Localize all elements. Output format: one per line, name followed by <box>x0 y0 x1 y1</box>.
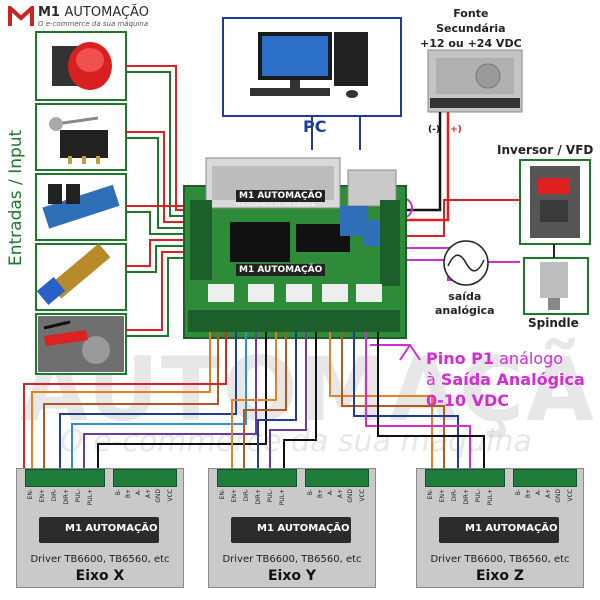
pin-p1-note: Pino P1 análogo à Saída Analógica 0-10 V… <box>426 349 585 410</box>
driver-power-terminal <box>113 469 177 487</box>
pin-label: EN+ <box>39 489 46 503</box>
pin-label: A+ <box>145 489 152 499</box>
board-logo: M1 AUTOMAÇÃO <box>236 190 326 202</box>
driver-logo: M1 AUTOMAÇÃO <box>439 517 559 543</box>
pin-label: PUL- <box>75 489 82 503</box>
micro-switch <box>49 116 108 164</box>
driver-logo: M1 AUTOMAÇÃO <box>39 517 159 543</box>
pin-label: DIR- <box>243 489 250 502</box>
driver-power-terminal <box>305 469 369 487</box>
driver-x: EN- EN+ DIR- DIR+ PUL- PUL+ B- B+ A- A+ … <box>16 468 184 588</box>
pin-label: PUL+ <box>279 489 286 506</box>
vfd-inverter <box>519 159 591 245</box>
pin-label: A+ <box>545 489 552 499</box>
driver-wires <box>23 332 485 470</box>
driver-signal-terminal <box>25 469 105 487</box>
pin-label: DIR+ <box>463 489 470 505</box>
brand-tagline: O e-commerce da sua máquina <box>38 20 149 28</box>
pin-label: DIR- <box>451 489 458 502</box>
brand-name: M1 AUTOMAÇÃO <box>38 5 149 20</box>
pin-label: GND <box>155 489 162 503</box>
pin-label: EN+ <box>439 489 446 503</box>
emergency-stop-button <box>52 42 112 90</box>
power-supply-label: Fonte Secundária +12 ou +24 VDC <box>420 7 522 50</box>
pin-label: B+ <box>125 489 132 499</box>
pc-label: PC <box>303 117 327 136</box>
driver-z: EN- EN+ DIR- DIR+ PUL- PUL+ B- B+ A- A+ … <box>416 468 584 588</box>
pin-label: B- <box>115 489 122 496</box>
pin-label: A- <box>135 489 142 496</box>
driver-logo: M1 AUTOMAÇÃO <box>231 517 351 543</box>
pin-label: VCC <box>167 489 174 502</box>
driver-model: Driver TB6600, TB6560, etc <box>430 554 570 565</box>
inputs-label: Entradas / Input <box>6 129 26 266</box>
tool-probe <box>38 316 124 372</box>
spindle-motor <box>523 257 589 315</box>
m1-logo-icon <box>8 6 34 26</box>
pin-label: PUL+ <box>87 489 94 506</box>
breakout-board <box>183 157 407 339</box>
pin-label: PUL- <box>267 489 274 503</box>
pin-label: GND <box>555 489 562 503</box>
driver-power-terminal <box>513 469 577 487</box>
pin-label: EN- <box>427 489 434 500</box>
pin-label: EN- <box>219 489 226 500</box>
pin-label: VCC <box>359 489 366 502</box>
inverter-label: Inversor / VFD <box>497 143 594 157</box>
spindle-label: Spindle <box>528 316 579 330</box>
pin-label: A+ <box>337 489 344 499</box>
pin-label: DIR+ <box>63 489 70 505</box>
optical-endstop <box>42 184 120 229</box>
pin-label: B- <box>307 489 314 496</box>
driver-model: Driver TB6600, TB6560, etc <box>222 554 362 565</box>
positive-terminal-label: (+) <box>446 125 462 135</box>
pin-label: A- <box>535 489 542 496</box>
pin-label: EN- <box>27 489 34 500</box>
driver-signal-terminal <box>217 469 297 487</box>
pin-label: B+ <box>525 489 532 499</box>
pin-label: EN+ <box>231 489 238 503</box>
pc-computer <box>222 17 402 117</box>
inductive-sensor <box>36 243 111 305</box>
driver-axis-label: Eixo Z <box>475 568 525 584</box>
driver-axis-label: Eixo Y <box>267 568 317 584</box>
negative-terminal-label: (-) <box>428 125 440 135</box>
brand-logo: M1 AUTOMAÇÃO O e-commerce da sua máquina <box>8 6 149 29</box>
driver-model: Driver TB6600, TB6560, etc <box>30 554 170 565</box>
board-logo-secondary: M1 AUTOMAÇÃO <box>236 264 326 276</box>
power-supply <box>427 49 523 113</box>
board-logo-tagline: O e-commerce da sua máquina <box>236 202 315 208</box>
driver-axis-label: Eixo X <box>75 568 125 584</box>
pin-label: PUL- <box>475 489 482 503</box>
driver-signal-terminal <box>425 469 505 487</box>
analog-output-label: saída analógica <box>435 290 495 317</box>
pin-label: DIR- <box>51 489 58 502</box>
pin-label: GND <box>347 489 354 503</box>
pin-label: B- <box>515 489 522 496</box>
pin-label: VCC <box>567 489 574 502</box>
driver-y: EN- EN+ DIR- DIR+ PUL- PUL+ B- B+ A- A+ … <box>208 468 376 588</box>
pin-label: PUL+ <box>487 489 494 506</box>
input-devices <box>35 31 127 375</box>
pin-label: B+ <box>317 489 324 499</box>
pin-label: DIR+ <box>255 489 262 505</box>
pin-label: A- <box>327 489 334 496</box>
